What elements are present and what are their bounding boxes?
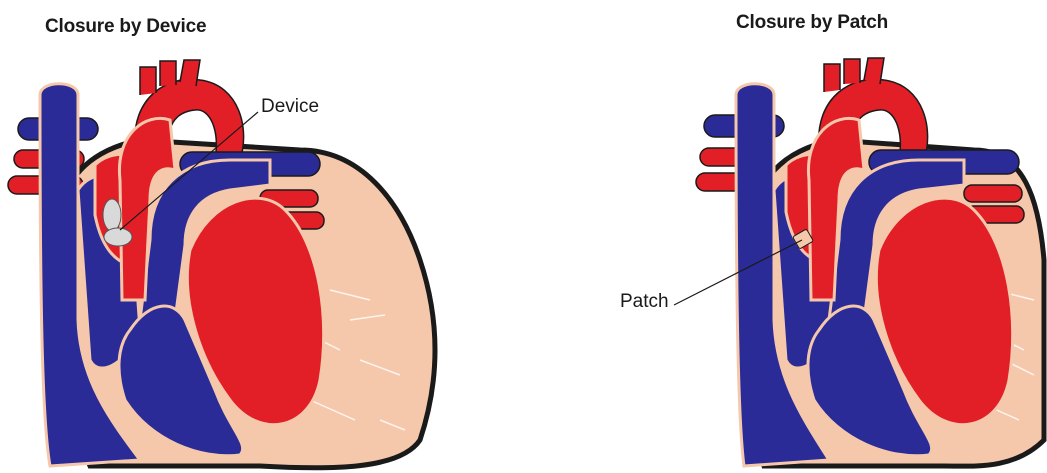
patch-callout: Patch: [620, 291, 669, 313]
heart-illustration: [0, 0, 520, 473]
heart-illustration: [524, 0, 1047, 473]
patch-closure-panel: Closure by Patch: [524, 0, 1047, 473]
device-callout: Device: [261, 96, 319, 118]
device-closure-panel: Closure by Device: [0, 0, 520, 473]
